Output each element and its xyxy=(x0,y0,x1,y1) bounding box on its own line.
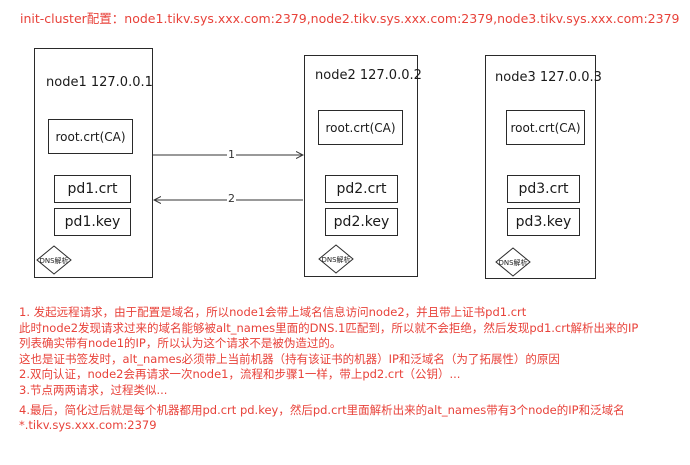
node2-crt-box: pd2.crt xyxy=(325,175,398,203)
cluster-config-header: init-cluster配置：node1.tikv.sys.xxx.com:23… xyxy=(20,11,680,26)
node3-crt-box: pd3.crt xyxy=(507,175,580,203)
node3-root-ca-box: root.crt(CA) xyxy=(506,110,585,145)
diamond-shape xyxy=(495,247,531,277)
node3-container xyxy=(485,55,596,279)
note-line: 此时node2发现请求过来的域名能够被alt_names里面的DNS.1匹配到，… xyxy=(19,320,639,335)
node1-title: node1 127.0.0.1 xyxy=(46,75,153,90)
node2-dns-label: DNS解析 xyxy=(321,256,351,264)
node3-key-box: pd3.key xyxy=(507,208,580,236)
node3-dns-label: DNS解析 xyxy=(498,259,528,267)
diamond-shape xyxy=(318,244,354,274)
note-line: 3.节点两两请求，过程类似... xyxy=(19,382,168,397)
node1-root-ca-box: root.crt(CA) xyxy=(48,119,133,154)
node2-root-ca-box: root.crt(CA) xyxy=(318,110,403,145)
response-arrow-label: 2 xyxy=(227,192,236,205)
note-line: 2.双向认证，node2会再请求一次node1，流程和步骤1一样，带上pd2.c… xyxy=(19,367,461,382)
note-line: 这也是证书签发时，alt_names必须带上当前机器（持有该证书的机器）IP和泛… xyxy=(19,351,560,366)
note-line: 1. 发起远程请求，由于配置是域名，所以node1会带上域名信息访问node2，… xyxy=(19,305,527,319)
node3-title: node3 127.0.0.3 xyxy=(495,70,602,85)
node1-crt-box: pd1.crt xyxy=(54,175,131,203)
note-line: 4.最后，简化过后就是每个机器都用pd.crt pd.key，然后pd.crt里… xyxy=(19,402,625,417)
node1-container xyxy=(34,48,153,278)
node2-container xyxy=(304,55,418,277)
note-line: *.tikv.sys.xxx.com:2379 xyxy=(19,418,157,433)
node2-key-box: pd2.key xyxy=(325,208,398,236)
node1-dns-diamond: DNS解析 xyxy=(36,245,72,281)
diamond-shape xyxy=(36,245,72,275)
explanation-notes: 1. 发起远程请求，由于配置是域名，所以node1会带上域名信息访问node2，… xyxy=(19,305,684,434)
request-arrow-label: 1 xyxy=(227,148,236,161)
node2-dns-diamond: DNS解析 xyxy=(318,244,354,280)
note-line: 列表确实带有node1的IP，所以认为这个请求不是被伪造过的。 xyxy=(19,336,342,351)
node2-title: node2 127.0.0.2 xyxy=(315,68,422,83)
node1-dns-label: DNS解析 xyxy=(39,257,69,265)
node3-dns-diamond: DNS解析 xyxy=(495,247,531,283)
node1-key-box: pd1.key xyxy=(54,208,131,236)
